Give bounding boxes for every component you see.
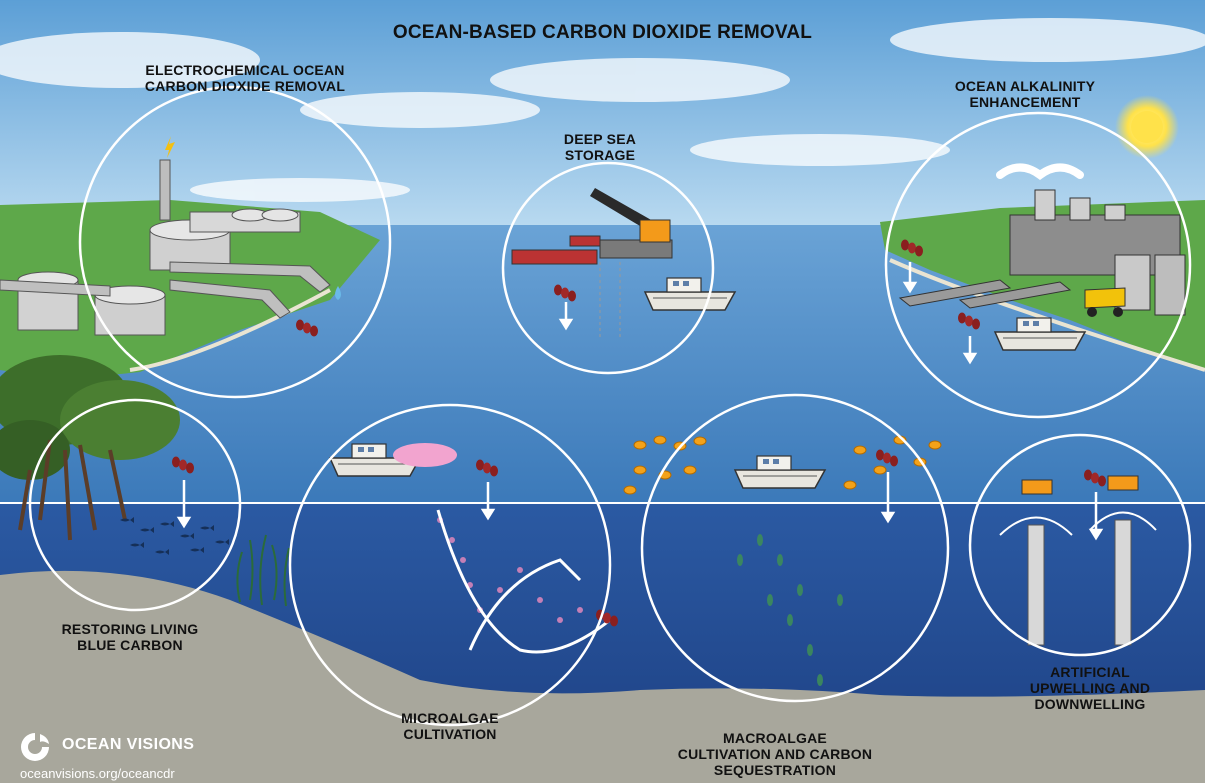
label-macroalgae-cultivation: MACROALGAE CULTIVATION AND CARBON SEQUES… (677, 730, 873, 778)
ocean-visions-swirl-logo-icon (21, 733, 49, 761)
kelp (737, 534, 843, 686)
label-artificial-upwelling: ARTIFICIAL UPWELLING AND DOWNWELLING (1029, 664, 1151, 712)
deep-sea-storage-ships (511, 188, 736, 340)
label-deep-sea-storage: DEEP SEA STORAGE (563, 131, 637, 163)
frame-electrochemical (78, 85, 392, 399)
frame-alkalinity (884, 111, 1192, 419)
frame-upwelling (968, 433, 1192, 657)
downward-arrows (176, 262, 1104, 541)
seagrass (236, 534, 290, 607)
page-title: OCEAN-BASED CARBON DIOXIDE REMOVAL (392, 22, 813, 43)
brand-name: OCEAN VISIONS (62, 736, 195, 753)
label-electrochemical-ocean-cdr: ELECTROCHEMICAL OCEAN CARBON DIOXIDE REM… (144, 62, 346, 94)
label-microalgae-cultivation: MICROALGAE CULTIVATION (401, 710, 499, 742)
alkalinity-plant (898, 163, 1186, 351)
frame-macroalgae (640, 393, 950, 703)
seafloor (0, 570, 1205, 783)
frame-blue-carbon (28, 398, 242, 612)
label-ocean-alkalinity-enhancement: OCEAN ALKALINITY ENHANCEMENT (954, 78, 1096, 110)
electrochemical-plant (0, 136, 341, 336)
circle-frames (28, 85, 1192, 727)
frame-deep-sea (501, 161, 715, 375)
brand-url: oceanvisions.org/oceancdr (20, 766, 175, 781)
label-restoring-blue-carbon: RESTORING LIVING BLUE CARBON (61, 621, 199, 653)
clouds (0, 18, 1205, 202)
microalgae-boat (329, 443, 457, 477)
upwelling-pipes (999, 475, 1157, 646)
frame-microalgae (288, 403, 612, 727)
